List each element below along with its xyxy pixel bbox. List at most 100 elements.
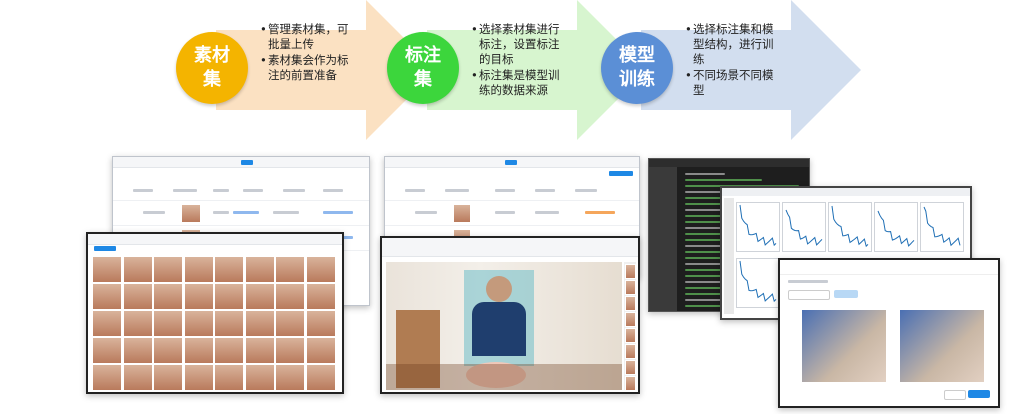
side-thumbnail — [625, 264, 636, 279]
console-line — [685, 173, 725, 175]
shelf-image — [396, 310, 440, 388]
cancel-button — [944, 390, 966, 400]
bullet-item: 标注集是模型训练的数据来源 — [471, 68, 563, 98]
grid-thumbnail — [275, 256, 305, 283]
loss-curve — [739, 204, 777, 247]
grid-thumbnail — [275, 310, 305, 337]
grid-thumbnail — [92, 364, 122, 391]
grid-thumbnail — [153, 310, 183, 337]
step-circle: 模型训练 — [601, 32, 673, 104]
grid-thumbnail — [305, 310, 336, 337]
add-button — [609, 171, 633, 176]
toolbar — [88, 234, 342, 245]
grid-thumbnail — [122, 364, 153, 391]
annotation-editor-screenshot — [380, 236, 640, 394]
console-line — [685, 293, 745, 295]
annotation-canvas — [386, 262, 622, 390]
grid-thumbnail — [153, 337, 183, 364]
grid-thumbnail — [92, 310, 122, 337]
search-button — [241, 160, 253, 165]
console-line — [685, 239, 732, 241]
bullet-item: 不同场景不同模型 — [685, 68, 777, 98]
person-body — [472, 302, 526, 356]
grid-thumbnail — [305, 256, 336, 283]
grid-thumbnail — [153, 364, 183, 391]
step-bullets: 管理素材集，可批量上传 素材集会作为标注的前置准备 — [260, 22, 352, 84]
grid-thumbnail — [214, 256, 244, 283]
console-line — [685, 203, 750, 205]
side-thumbnail — [625, 376, 636, 391]
table-surface — [386, 364, 622, 390]
grid-thumbnail — [244, 364, 275, 391]
side-thumbnail — [625, 344, 636, 359]
search-button — [505, 160, 517, 165]
grid-thumbnail — [275, 283, 305, 310]
thumbnail — [181, 204, 201, 223]
side-thumbnail — [625, 328, 636, 343]
grid-thumbnail — [214, 310, 244, 337]
grid-thumbnail — [305, 364, 336, 391]
person-head — [486, 276, 512, 302]
test-image-input — [802, 310, 886, 382]
side-thumbnail — [625, 296, 636, 311]
console-line — [685, 215, 744, 217]
console-line — [685, 281, 751, 283]
confirm-button — [968, 390, 990, 398]
grid-thumbnail — [244, 337, 275, 364]
loss-curve — [877, 210, 915, 247]
loss-curve — [923, 206, 961, 247]
console-line — [685, 179, 762, 181]
loss-curve — [785, 209, 823, 246]
grid-thumbnail — [122, 256, 153, 283]
bullet-item: 素材集会作为标注的前置准备 — [260, 53, 352, 83]
grid-thumbnail — [305, 337, 336, 364]
side-thumbnail — [625, 360, 636, 375]
grid-thumbnail — [153, 256, 183, 283]
grid-thumbnail — [122, 337, 153, 364]
grid-thumbnail — [275, 337, 305, 364]
step-title: 素材集 — [194, 45, 230, 90]
grid-thumbnail — [122, 310, 153, 337]
side-thumbnail — [625, 312, 636, 327]
test-image-result — [900, 310, 984, 382]
loss-curve — [831, 205, 869, 248]
step-title: 标注集 — [405, 45, 441, 90]
side-thumbnail — [625, 280, 636, 295]
loss-plot — [736, 258, 780, 308]
bullet-item: 选择标注集和模型结构，进行训练 — [685, 22, 777, 67]
step-bullets: 选择标注集和模型结构，进行训练 不同场景不同模型 — [685, 22, 777, 99]
model-test-modal-screenshot — [778, 258, 1000, 408]
grid-thumbnail — [244, 256, 275, 283]
grid-thumbnail — [214, 364, 244, 391]
console-line — [685, 305, 739, 307]
loss-plot — [736, 202, 780, 252]
table-row — [385, 201, 639, 226]
grid-thumbnail — [244, 283, 275, 310]
loss-plot — [782, 202, 826, 252]
grid-thumbnail — [183, 364, 214, 391]
thumbnail-strip — [624, 262, 636, 391]
table-header — [113, 182, 369, 201]
grid-thumbnail — [244, 310, 275, 337]
grid-thumbnail — [92, 283, 122, 310]
grid-thumbnail — [183, 256, 214, 283]
test-button — [834, 290, 858, 298]
image-grid — [92, 256, 338, 391]
grid-thumbnail — [92, 256, 122, 283]
loss-plot — [874, 202, 918, 252]
upload-button — [94, 246, 116, 251]
step-title: 模型训练 — [619, 45, 655, 90]
grid-thumbnail — [122, 283, 153, 310]
bullet-item: 管理素材集，可批量上传 — [260, 22, 352, 52]
grid-thumbnail — [214, 337, 244, 364]
loss-plot — [920, 202, 964, 252]
grid-thumbnail — [153, 283, 183, 310]
bullet-item: 选择素材集进行标注，设置标注的目标 — [471, 22, 563, 67]
console-line — [685, 251, 726, 253]
material-grid-screenshot — [86, 232, 344, 394]
step-bullets: 选择素材集进行标注，设置标注的目标 标注集是模型训练的数据来源 — [471, 22, 563, 99]
table-row — [113, 201, 369, 226]
grid-thumbnail — [305, 283, 336, 310]
loss-plot — [828, 202, 872, 252]
